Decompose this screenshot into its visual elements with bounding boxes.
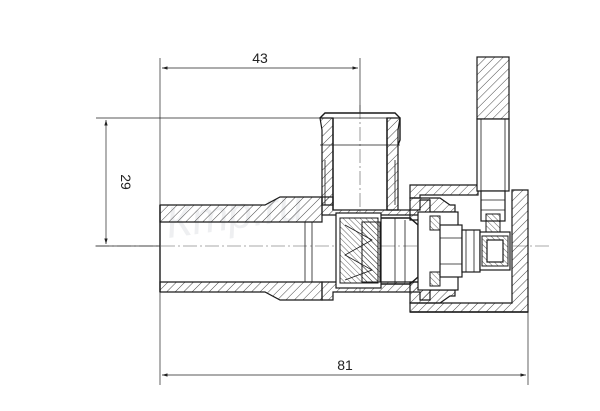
left-pipe-section: [159, 196, 323, 301]
dimension-29-label: 29: [118, 174, 134, 190]
dimension-81: 81: [159, 292, 529, 385]
right-bracket: [409, 184, 529, 313]
central-housing: [321, 196, 431, 301]
dimension-81-label: 81: [337, 357, 353, 373]
dimension-43-label: 43: [252, 50, 268, 66]
handle-lever: [476, 56, 510, 233]
valve-mechanism: [409, 197, 511, 304]
dimension-43: 43: [159, 50, 361, 205]
dimension-29: 29: [96, 117, 320, 247]
top-inlet-nozzle: [319, 112, 401, 211]
